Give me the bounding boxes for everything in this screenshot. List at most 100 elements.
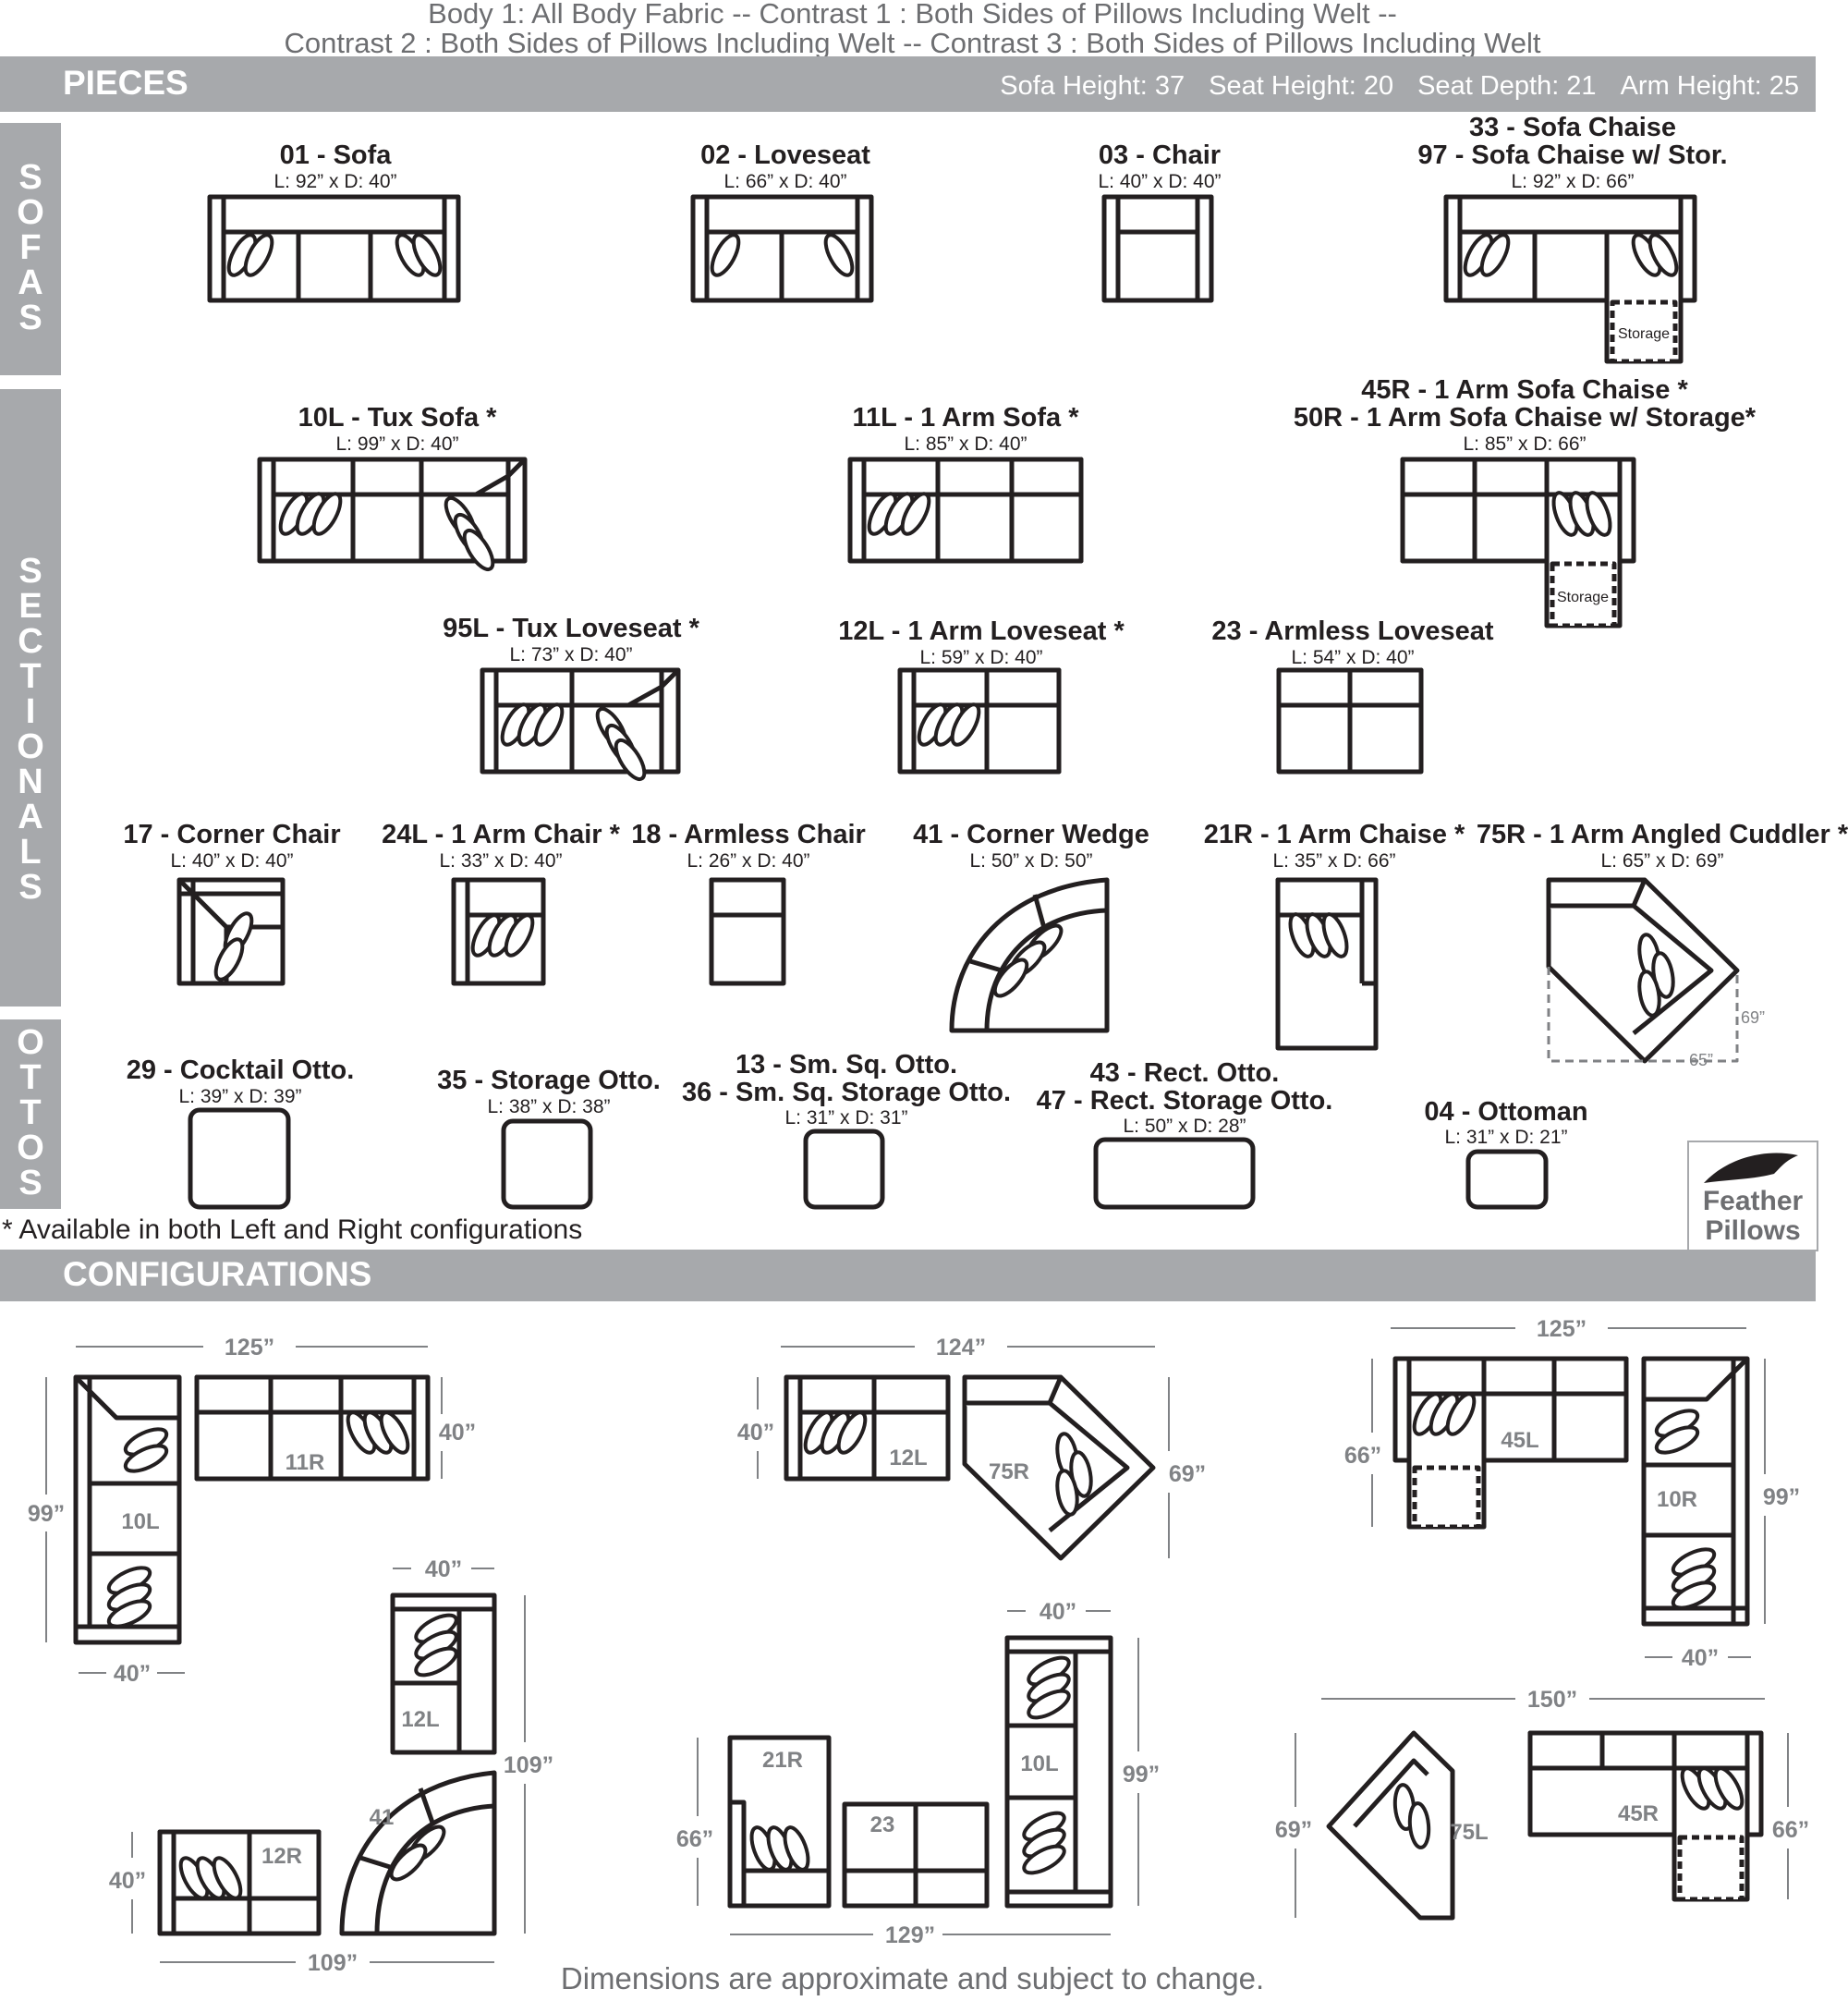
config-piece-label: 12R (261, 1844, 302, 1869)
config-piece-label: 21R (762, 1748, 803, 1773)
config-piece-label: 45L (1501, 1428, 1538, 1453)
configuration-2-drawing (784, 1374, 1156, 1561)
rect-ottoman-43-drawing (1093, 1137, 1256, 1210)
configurations-bar: CONFIGURATIONS (0, 1250, 1816, 1301)
config-dimension: 69” (1169, 1461, 1206, 1487)
piece-dimensions: L: 59” x D: 40” (919, 647, 1043, 668)
config-dimension: 40” (737, 1420, 774, 1446)
piece-dimensions: L: 54” x D: 40” (1291, 647, 1415, 668)
config-dimension: 66” (1344, 1443, 1381, 1469)
piece-dimensions: L: 99” x D: 40” (335, 433, 459, 455)
piece-name: 17 - Corner Chair (123, 820, 341, 849)
arm-height: Arm Height: 25 (1620, 71, 1799, 101)
storage-label: Storage (1557, 590, 1609, 605)
piece-dimensions: L: 85” x D: 40” (904, 433, 1027, 455)
configuration-4-drawing (1641, 1356, 1750, 1627)
config-piece-label: 10L (121, 1509, 159, 1534)
config-piece-label: 10R (1657, 1487, 1697, 1512)
config-dimension: 109” (308, 1950, 358, 1976)
piece-name: 03 - Chair (1098, 140, 1222, 170)
corner-wedge-41-drawing (949, 877, 1110, 1033)
small-square-ottoman-13-drawing (803, 1129, 885, 1210)
piece-dimensions: L: 39” x D: 39” (178, 1086, 302, 1107)
piece-dimensions: L: 92” x D: 66” (1511, 171, 1635, 192)
piece-name: 24L - 1 Arm Chair * (382, 820, 620, 849)
piece-name-alt: 47 - Rect. Storage Otto. (1036, 1086, 1333, 1116)
ottoman-04-drawing (1465, 1149, 1549, 1210)
config-piece-label: 45R (1618, 1801, 1659, 1826)
cocktail-ottoman-29-drawing (188, 1107, 291, 1210)
footer-disclaimer: Dimensions are approximate and subject t… (560, 1961, 1265, 1995)
piece-name: 41 - Corner Wedge (913, 820, 1149, 849)
configuration-3-drawing (1392, 1356, 1629, 1530)
config-piece-label: 12L (889, 1446, 927, 1470)
config-dimension: 40” (109, 1868, 146, 1894)
feather-label-line-2: Pillows (1705, 1215, 1801, 1246)
piece-name: 18 - Armless Chair (631, 820, 866, 849)
storage-label: Storage (1618, 326, 1670, 342)
config-dimension: 69” (1275, 1817, 1312, 1843)
piece-dimensions: L: 92” x D: 40” (274, 171, 397, 192)
piece-dimensions: L: 33” x D: 40” (439, 850, 563, 872)
sofa-01-drawing (207, 194, 461, 303)
piece-dimensions: L: 40” x D: 40” (1098, 171, 1222, 192)
piece-name-alt: 97 - Sofa Chaise w/ Stor. (1417, 140, 1728, 170)
piece-name: 10L - Tux Sofa * (298, 403, 497, 433)
chair-03-drawing (1101, 194, 1214, 303)
piece-name: 23 - Armless Loveseat (1211, 616, 1494, 646)
configuration-6-drawing (727, 1635, 1113, 1909)
config-dimension: 150” (1527, 1687, 1577, 1713)
piece-dimensions: L: 50” x D: 50” (969, 850, 1093, 872)
armless-chair-18-drawing (709, 877, 786, 986)
piece-dimensions: L: 38” x D: 38” (487, 1096, 611, 1117)
config-piece-label: 41 (370, 1805, 395, 1830)
piece-dimensions: L: 50” x D: 28” (1123, 1116, 1246, 1137)
piece-name: 11L - 1 Arm Sofa * (852, 403, 1079, 433)
one-arm-chaise-21r-drawing (1275, 877, 1379, 1051)
piece-dimensions: L: 31” x D: 31” (784, 1107, 908, 1129)
piece-name: 04 - Ottoman (1424, 1097, 1588, 1127)
pieces-title: PIECES (63, 64, 188, 102)
piece-dimensions: L: 35” x D: 66” (1272, 850, 1396, 872)
config-dimension: 99” (1123, 1762, 1160, 1787)
config-dimension: 40” (114, 1661, 151, 1687)
config-dimension: 66” (1772, 1817, 1809, 1843)
loveseat-02-drawing (690, 194, 874, 303)
piece-dimensions: L: 65” x D: 69” (1600, 850, 1724, 872)
tux-sofa-10l-drawing (257, 457, 528, 574)
config-dimension: 125” (1537, 1316, 1587, 1342)
piece-dimensions: L: 31” x D: 21” (1444, 1127, 1568, 1148)
fabric-note-line-2: Contrast 2 : Both Sides of Pillows Inclu… (284, 27, 1541, 59)
config-dimension: 40” (439, 1420, 476, 1446)
piece-name: 13 - Sm. Sq. Otto. (735, 1050, 958, 1080)
tux-loveseat-95l-drawing (480, 667, 681, 784)
piece-name: 33 - Sofa Chaise (1468, 113, 1677, 142)
piece-name: 43 - Rect. Otto. (1089, 1058, 1280, 1088)
config-dimension: 129” (885, 1922, 935, 1948)
fabric-note-line-1: Body 1: All Body Fabric -- Contrast 1 : … (428, 0, 1397, 30)
piece-name: 02 - Loveseat (700, 140, 870, 170)
config-piece-label: 75R (989, 1459, 1029, 1484)
config-piece-label: 10L (1020, 1751, 1058, 1776)
piece-name: 75R - 1 Arm Angled Cuddler * (1476, 820, 1848, 849)
feather-label-line-1: Feather (1702, 1186, 1804, 1216)
config-dimension: 109” (504, 1752, 553, 1778)
piece-name: 01 - Sofa (279, 140, 392, 170)
armless-loveseat-23-drawing (1276, 667, 1424, 775)
storage-ottoman-35-drawing (501, 1118, 593, 1210)
configuration-note: * Available in both Left and Right confi… (2, 1214, 583, 1245)
configuration-1-drawing (73, 1374, 431, 1645)
piece-name: 45R - 1 Arm Sofa Chaise * (1361, 375, 1688, 405)
piece-dimensions: L: 66” x D: 40” (723, 171, 847, 192)
config-dimension: 125” (225, 1335, 274, 1360)
config-dimension: 99” (28, 1501, 65, 1527)
config-piece-label: 75L (1450, 1820, 1488, 1845)
config-dimension: 66” (676, 1826, 713, 1852)
seat-height: Seat Height: 20 (1209, 71, 1394, 101)
config-dimension: 40” (1040, 1599, 1076, 1625)
